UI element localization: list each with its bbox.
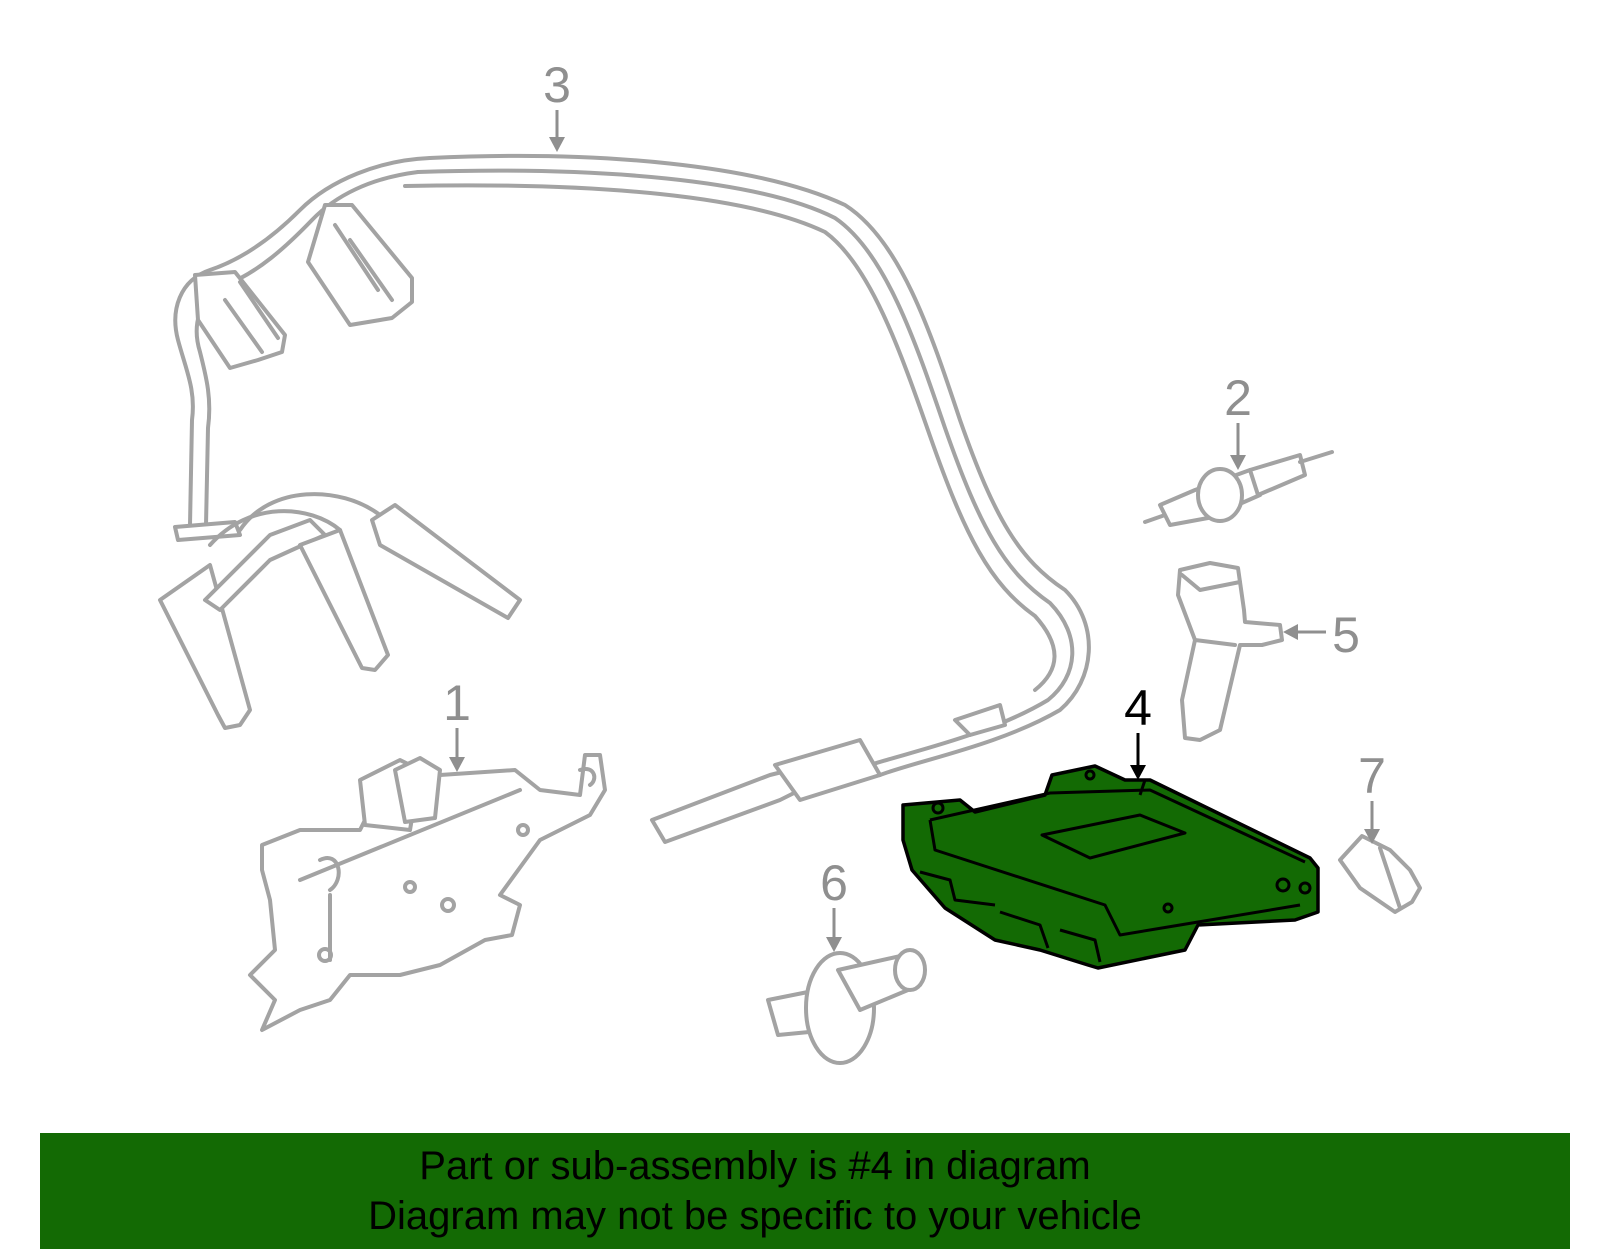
part-4-control-module[interactable]	[901, 764, 1320, 970]
part-5-connector[interactable]	[1176, 561, 1284, 742]
part-1-ignition-coil[interactable]	[248, 753, 607, 1032]
callout-4-label: 4	[1124, 680, 1152, 736]
module-body	[901, 764, 1320, 970]
callout-4: 4	[1124, 680, 1152, 780]
banner-line-2: Diagram may not be specific to your vehi…	[368, 1194, 1142, 1238]
callout-3: 3	[543, 57, 571, 152]
part-7-sensor[interactable]	[1338, 834, 1422, 914]
module-panel	[1040, 813, 1187, 860]
callout-3-label: 3	[543, 57, 571, 113]
banner-line-1: Part or sub-assembly is #4 in diagram	[419, 1144, 1091, 1188]
info-banner: Part or sub-assembly is #4 in diagram Di…	[40, 1133, 1570, 1249]
part-2-component[interactable]	[1143, 450, 1334, 527]
callout-2-label: 2	[1224, 370, 1252, 426]
callout-6-label: 6	[820, 855, 848, 911]
part-3-spark-plug-wires[interactable]	[158, 153, 1091, 844]
callout-2: 2	[1224, 370, 1252, 470]
callout-7: 7	[1358, 748, 1386, 844]
callout-5: 5	[1283, 607, 1360, 663]
callout-7-label: 7	[1358, 748, 1386, 804]
callout-1: 1	[443, 675, 471, 772]
callout-5-label: 5	[1332, 607, 1360, 663]
part-6-grommet[interactable]	[766, 948, 927, 1065]
callout-6: 6	[820, 855, 848, 952]
module-top-face	[929, 788, 1306, 864]
callout-1-label: 1	[443, 675, 471, 731]
